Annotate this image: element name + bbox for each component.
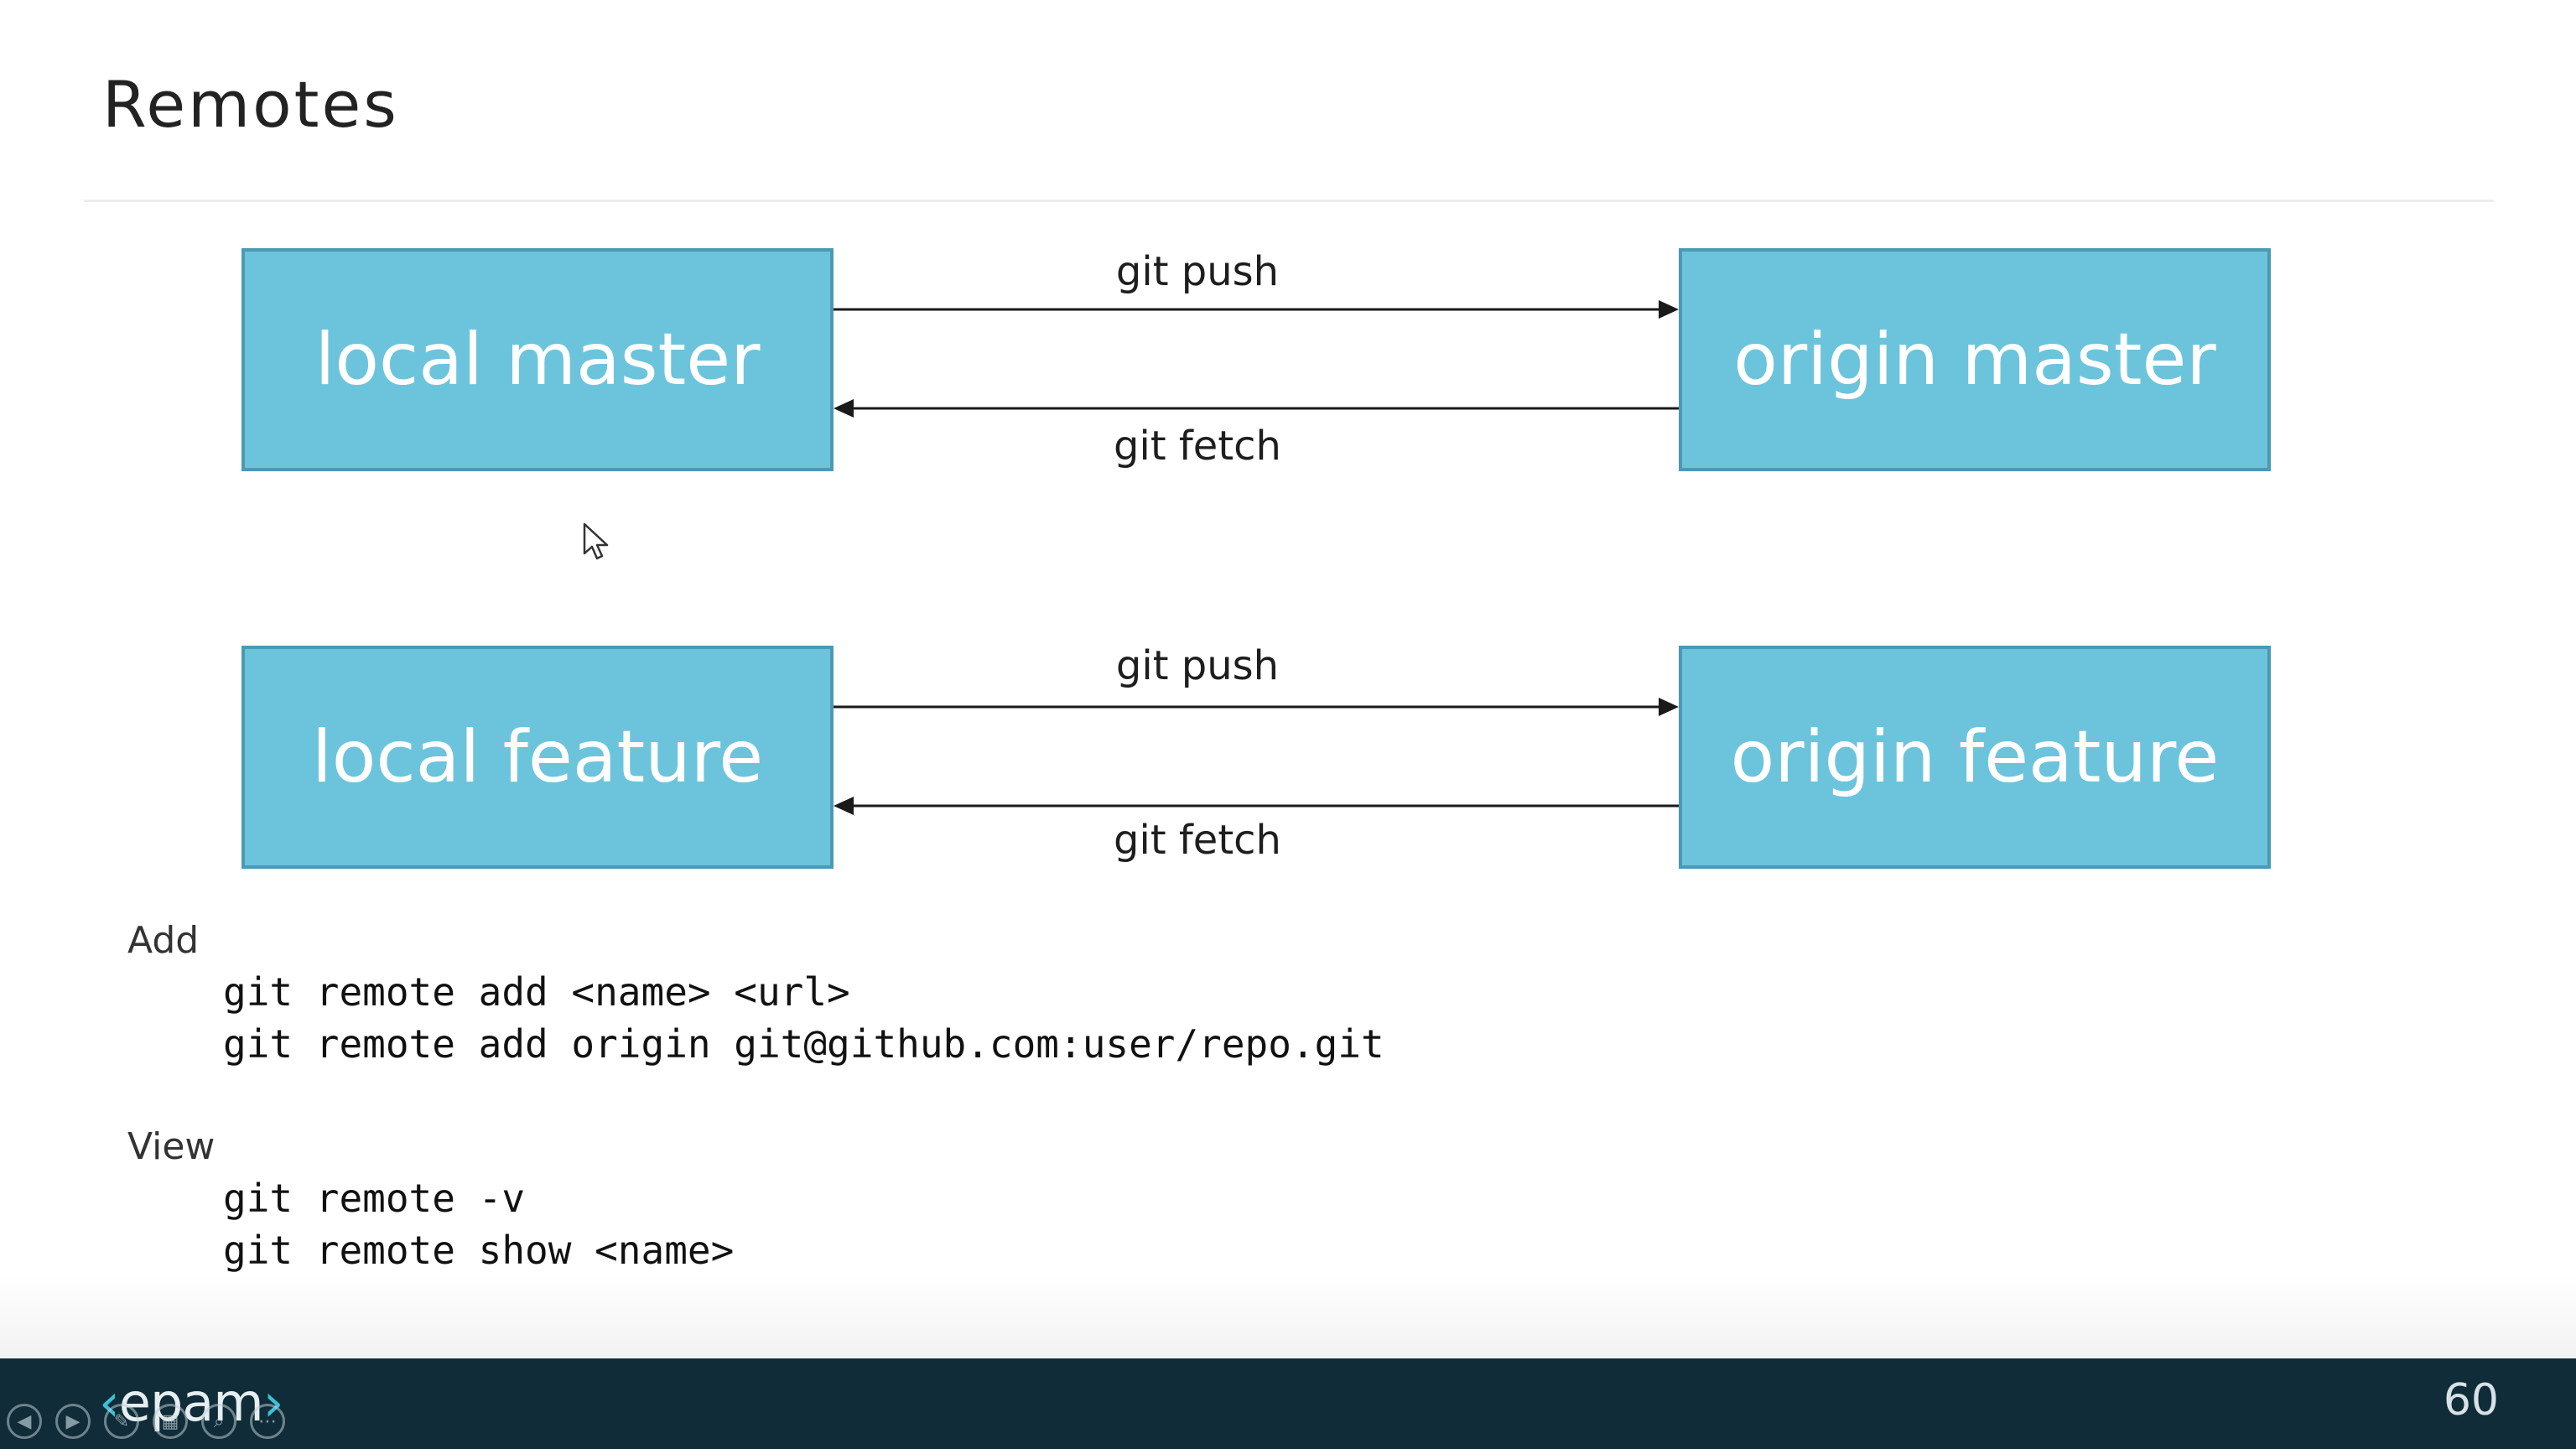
origin-master-box: origin master: [1679, 248, 2271, 471]
zoom-icon[interactable]: ⌕: [201, 1404, 236, 1439]
bottom-push-label: git push: [1115, 642, 1280, 689]
previous-icon[interactable]: ◀: [7, 1404, 42, 1439]
local-master-box: local master: [242, 248, 834, 471]
more-icon[interactable]: ⋯: [250, 1404, 285, 1439]
code-line: git remote add origin git@github.com:use…: [223, 1021, 1384, 1067]
pen-icon[interactable]: ✎: [104, 1404, 139, 1439]
next-icon[interactable]: ▶: [55, 1404, 91, 1439]
view-section-label: View: [127, 1125, 216, 1168]
arrow-connectors: [834, 300, 1679, 815]
mouse-cursor-icon: [583, 522, 609, 560]
origin-master-label: origin master: [1733, 318, 2216, 402]
local-master-label: local master: [314, 318, 761, 402]
add-section-label: Add: [127, 919, 200, 962]
slide-title: Remotes: [102, 67, 399, 142]
slide-bottom-fade: [0, 1275, 2576, 1358]
slides-icon[interactable]: ▦: [153, 1404, 188, 1439]
presentation-controls: ◀ ▶ ✎ ▦ ⌕ ⋯: [7, 1404, 285, 1439]
epam-logo: ‹epam›: [99, 1372, 283, 1433]
top-fetch-label: git fetch: [1114, 423, 1281, 470]
code-line: git remote -v: [223, 1176, 526, 1221]
title-divider: [84, 200, 2494, 202]
code-line: git remote add <name> <url>: [223, 969, 850, 1015]
bottom-fetch-label: git fetch: [1114, 817, 1281, 864]
slide-footer: ‹epam› ◀ ▶ ✎ ▦ ⌕ ⋯ 60: [0, 1358, 2576, 1449]
page-number: 60: [2443, 1375, 2499, 1426]
local-feature-label: local feature: [311, 715, 764, 799]
origin-feature-label: origin feature: [1730, 715, 2220, 799]
top-push-label: git push: [1115, 248, 1280, 295]
origin-feature-box: origin feature: [1679, 646, 2271, 869]
code-line: git remote show <name>: [223, 1228, 735, 1273]
local-feature-box: local feature: [242, 646, 834, 869]
